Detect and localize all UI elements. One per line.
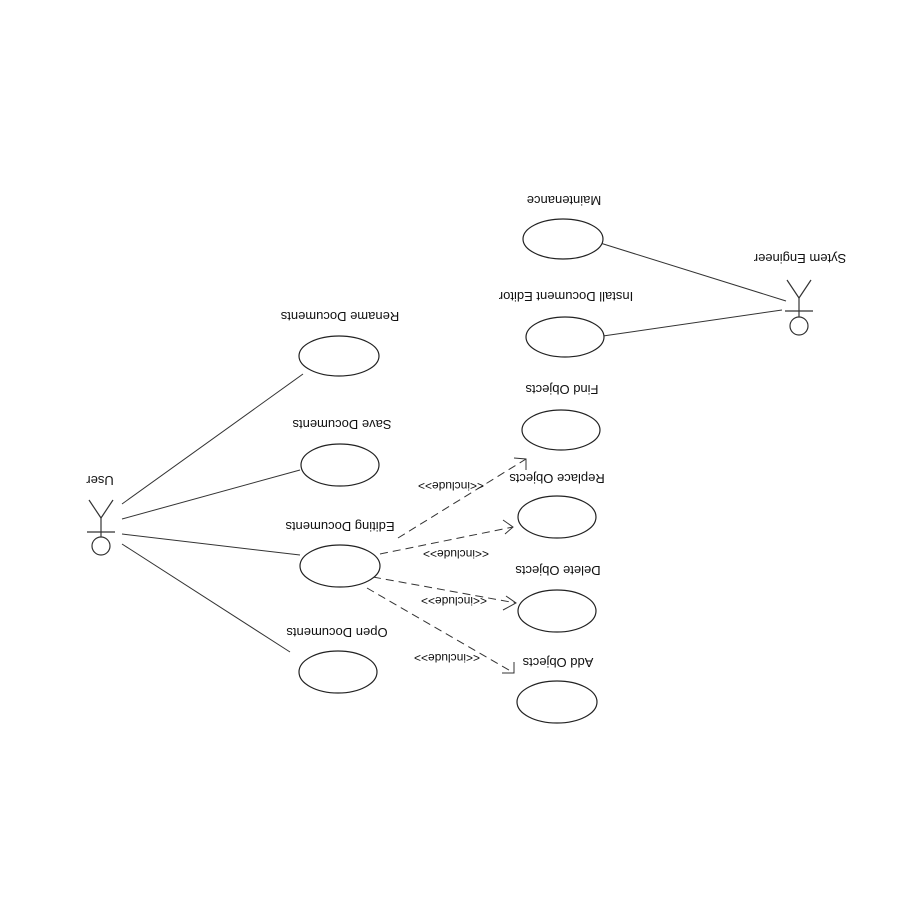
- use-case-add-objects: [516, 680, 598, 724]
- save-documents-label: Save Documents: [292, 417, 391, 432]
- use-case-replace-objects: [517, 495, 597, 539]
- include-arrowhead-delete: [502, 595, 517, 611]
- association-user-open: [121, 543, 291, 653]
- association-user-rename: [121, 373, 304, 505]
- user-label: User: [86, 473, 114, 488]
- include-edge-delete: [372, 576, 517, 604]
- delete-objects-label: Delete Objects: [515, 563, 601, 578]
- include-edge-add: [366, 587, 515, 674]
- replace-objects-label: Replace Objects: [509, 471, 605, 486]
- editing-documents-label: Editing Documents: [285, 519, 395, 534]
- user-actor: [87, 499, 115, 556]
- use-case-find-objects: [521, 409, 601, 451]
- association-user-editing: [121, 533, 301, 556]
- diagram-rotated-view: Sytem Engineer User Maintenance Install …: [86, 193, 846, 724]
- rename-documents-label: Rename Documents: [280, 309, 399, 324]
- maintenance-label: Maintenance: [527, 193, 601, 208]
- find-objects-label: Find Objects: [525, 382, 598, 397]
- include-label-delete: <<include>>: [421, 594, 487, 608]
- include-arrowhead-replace: [502, 519, 514, 535]
- system-engineer-actor: [785, 279, 813, 336]
- use-case-maintenance: [522, 218, 604, 260]
- include-label-replace: <<include>>: [423, 547, 489, 561]
- include-edge-find: [397, 458, 527, 539]
- association-engineer-maintenance: [596, 241, 787, 302]
- include-edge-replace: [379, 526, 514, 555]
- include-label-find: <<include>>: [418, 479, 484, 493]
- association-user-save: [121, 469, 301, 520]
- use-case-install-document-editor: [525, 316, 605, 358]
- use-case-rename-documents: [298, 335, 380, 377]
- add-objects-label: Add Objects: [522, 655, 593, 670]
- use-case-save-documents: [300, 443, 380, 487]
- system-engineer-label: Sytem Engineer: [753, 251, 846, 266]
- open-documents-label: Open Documents: [286, 625, 388, 640]
- install-document-editor-label: Install Document Editor: [498, 289, 633, 304]
- use-case-editing-documents: [299, 544, 381, 588]
- include-label-add: <<include>>: [414, 651, 480, 665]
- use-case-delete-objects: [517, 589, 597, 633]
- association-engineer-install: [602, 309, 783, 337]
- include-arrowhead-add: [502, 662, 515, 674]
- use-case-open-documents: [298, 650, 378, 694]
- include-arrowhead-find: [513, 457, 527, 470]
